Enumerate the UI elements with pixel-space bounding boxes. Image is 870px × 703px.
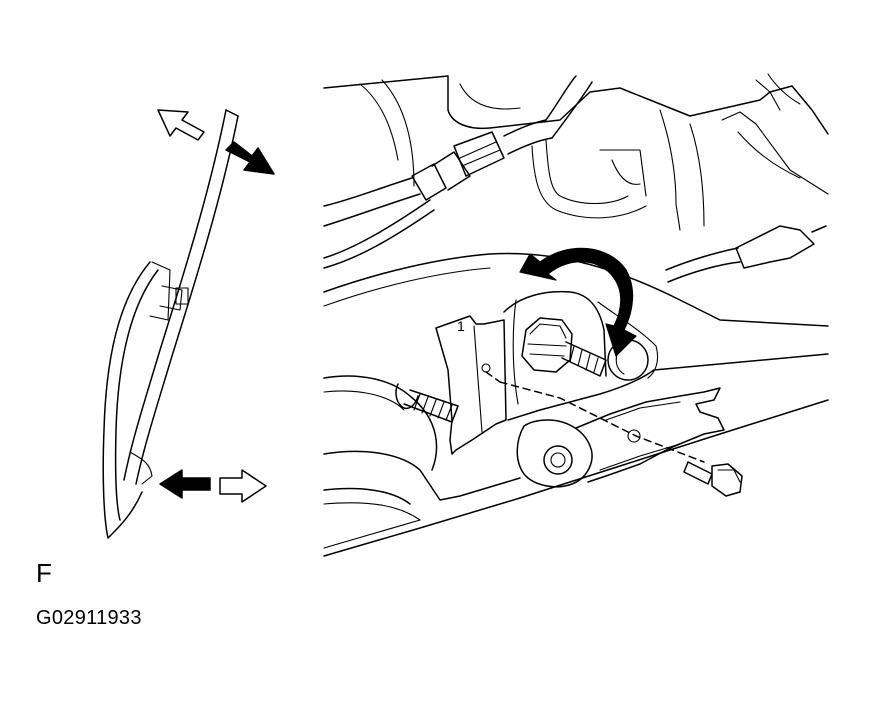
hollow-arrow-icon <box>157 109 205 141</box>
figure-code: G02911933 <box>36 607 142 629</box>
glass-side-view <box>102 109 239 539</box>
hollow-arrow-icon <box>219 469 267 503</box>
solid-arrow-icon <box>225 141 275 175</box>
part-number-label: 1 <box>457 318 465 334</box>
solid-arrow-icon <box>159 469 211 499</box>
figure-letter: F <box>36 558 52 588</box>
curved-rotate-arrow-icon <box>519 247 637 357</box>
door-panel-detail <box>323 73 829 557</box>
